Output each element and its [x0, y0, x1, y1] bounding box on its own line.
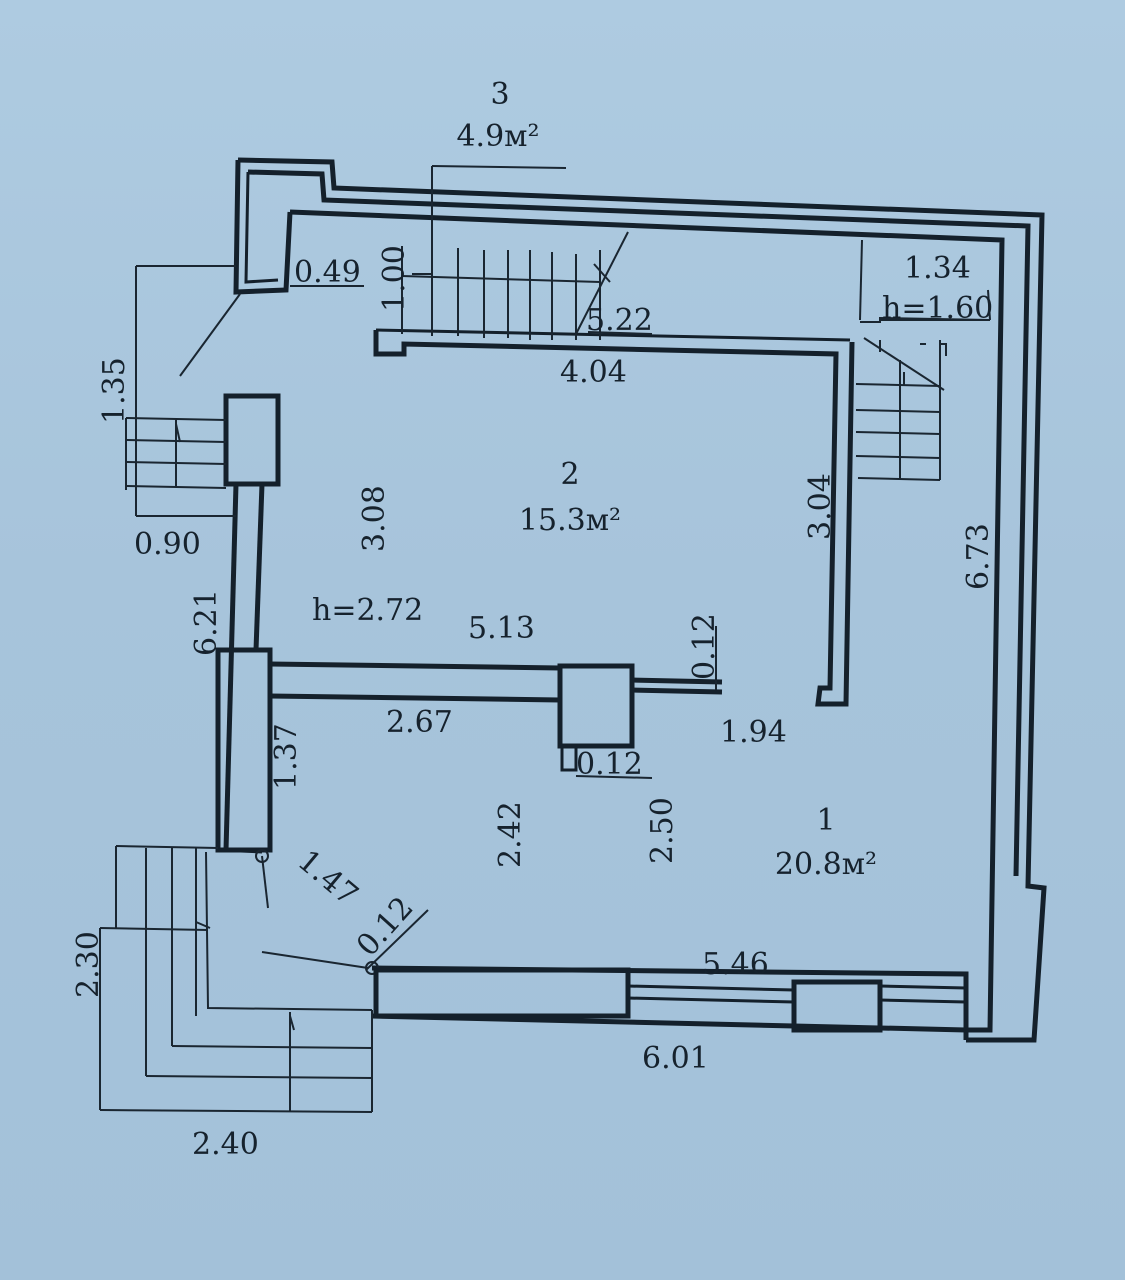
dim-6-01: 6.01	[642, 1041, 709, 1076]
dim-0-49: 0.49	[294, 255, 361, 290]
ceiling-height-main: h=2.72	[312, 593, 423, 628]
interior-partition	[269, 661, 723, 772]
dim-6-21: 6.21	[189, 589, 224, 656]
room-1-area: 20.8м²	[775, 847, 877, 882]
dimension-labels: 1.35 0.90 0.49 1.00 5.22 4.04 1.34 3.08 …	[71, 245, 996, 1162]
dim-0-90: 0.90	[134, 527, 201, 562]
dim-3-08: 3.08	[357, 485, 392, 552]
dim-3-04: 3.04	[803, 473, 838, 540]
staircase-right	[855, 239, 991, 481]
room-2-number: 2	[560, 457, 579, 492]
dim-5-13: 5.13	[468, 611, 535, 646]
dim-1-47: 1.47	[291, 843, 365, 913]
dim-5-22: 5.22	[586, 303, 653, 338]
porch-steps-lower	[99, 845, 373, 1113]
room-3-area: 4.9м²	[456, 119, 539, 154]
dim-1-94: 1.94	[720, 715, 787, 750]
dim-0-12-top: 0.12	[687, 613, 722, 680]
dim-1-37: 1.37	[269, 723, 304, 790]
west-wall	[215, 393, 281, 854]
dim-2-67: 2.67	[386, 705, 453, 740]
dim-1-35: 1.35	[97, 357, 132, 424]
windows	[373, 967, 967, 1033]
doors	[255, 849, 429, 975]
dim-1-00: 1.00	[377, 245, 412, 312]
dim-2-40: 2.40	[192, 1127, 259, 1162]
dim-4-04: 4.04	[560, 355, 627, 390]
dim-2-42: 2.42	[493, 801, 528, 868]
room-2-area: 15.3м²	[519, 503, 621, 538]
ceiling-height-landing: h=1.60	[882, 291, 993, 326]
room-labels: 3 4.9м² 2 15.3м² 1 20.8м² h=2.72 h=1.60	[312, 77, 993, 882]
dim-2-50: 2.50	[645, 797, 680, 864]
dim-2-30: 2.30	[71, 931, 106, 998]
dim-6-73: 6.73	[961, 523, 996, 590]
dim-0-12-mid: 0.12	[576, 747, 643, 782]
stair-corridor-wall	[373, 328, 855, 707]
dim-5-46: 5.46	[702, 947, 769, 982]
porch-steps-upper	[125, 265, 241, 517]
dim-1-34: 1.34	[904, 251, 971, 286]
dimension-lines	[290, 285, 991, 779]
room-1-number: 1	[816, 803, 835, 838]
room-3-number: 3	[490, 77, 509, 112]
staircase-top	[401, 165, 629, 340]
